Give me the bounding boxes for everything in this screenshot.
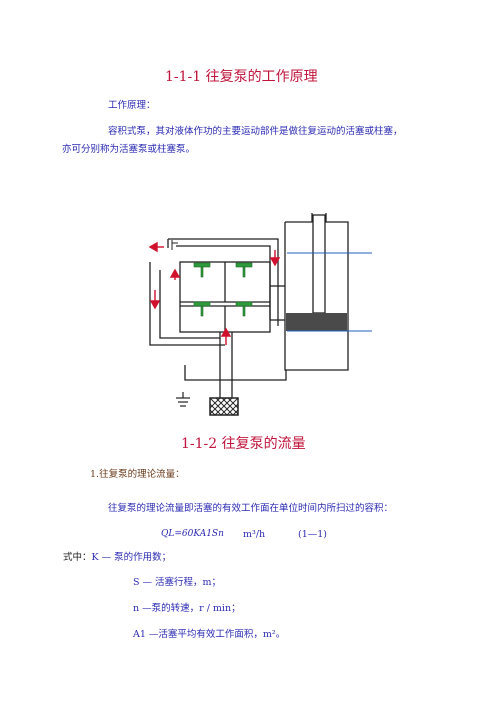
principle-paragraph-line2: 亦可分别称为活塞泵或柱塞泵。 <box>62 144 196 155</box>
section-title-principle: 1-1-1 往复泵的工作原理 <box>165 69 318 85</box>
flow-formula-expression: QL=60KA1Sn <box>161 529 224 539</box>
definition-s: S — 活塞行程，m； <box>133 577 222 588</box>
where-line: 式中：K — 泵的作用数； <box>63 549 171 563</box>
flow-formula: QL=60KA1Sn <box>161 529 224 539</box>
flow-formula-reference: (1—1) <box>298 529 328 540</box>
flow-formula-unit: m³/h <box>243 529 266 540</box>
flow-item-1: 1.往复泵的理论流量： <box>90 469 185 480</box>
flow-description: 往复泵的理论流量即活塞的有效工作面在单位时间内所扫过的容积： <box>108 503 394 514</box>
where-k: K — 泵的作用数； <box>91 552 172 563</box>
principle-label: 工作原理： <box>108 100 156 111</box>
principle-paragraph-line1: 容积式泵，其对液体作功的主要运动部件是做往复运动的活塞或柱塞， <box>108 126 403 137</box>
definition-n: n —泵的转速，r / min； <box>133 603 241 614</box>
section-title-flow: 1-1-2 往复泵的流量 <box>181 436 306 452</box>
definition-a: A1 —活塞平均有效工作面积，m²。 <box>133 629 286 640</box>
where-prefix: 式中： <box>63 552 92 563</box>
